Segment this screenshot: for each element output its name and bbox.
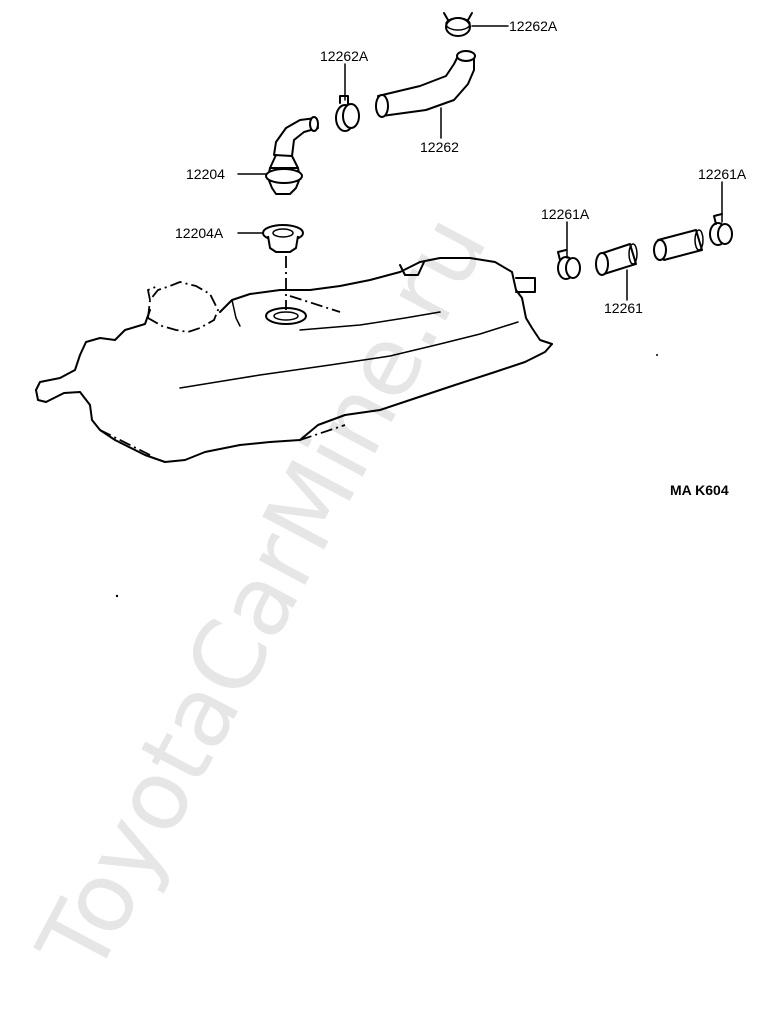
watermark-text: ToyotaCarMine.ru [16,198,509,992]
label-clamp-left: 12262A [320,48,369,64]
hose-lower-segment [653,229,704,261]
scan-dot [656,354,658,356]
label-clamp-top: 12262A [509,18,558,34]
hose-upper-part [375,50,476,118]
grommet-part [262,224,304,253]
watermark: ToyotaCarMine.ru [16,198,509,992]
clamp-left-part [335,95,360,132]
label-pcv-valve: 12204 [186,166,225,182]
label-hose-upper: 12262 [420,139,459,155]
leader-lines [237,25,723,301]
clamp-mid-part [557,249,581,280]
label-hose-lower: 12261 [604,300,643,316]
label-grommet: 12204A [175,225,224,241]
diagram-code: MA K604 [670,482,729,498]
hose-lower-part [595,243,638,276]
label-clamp-right: 12261A [698,166,747,182]
clamp-right-part [709,213,733,246]
pcv-valve-part [265,116,319,195]
clamp-top-part [443,12,473,37]
scan-dot [115,594,119,598]
label-clamp-mid: 12261A [541,206,590,222]
